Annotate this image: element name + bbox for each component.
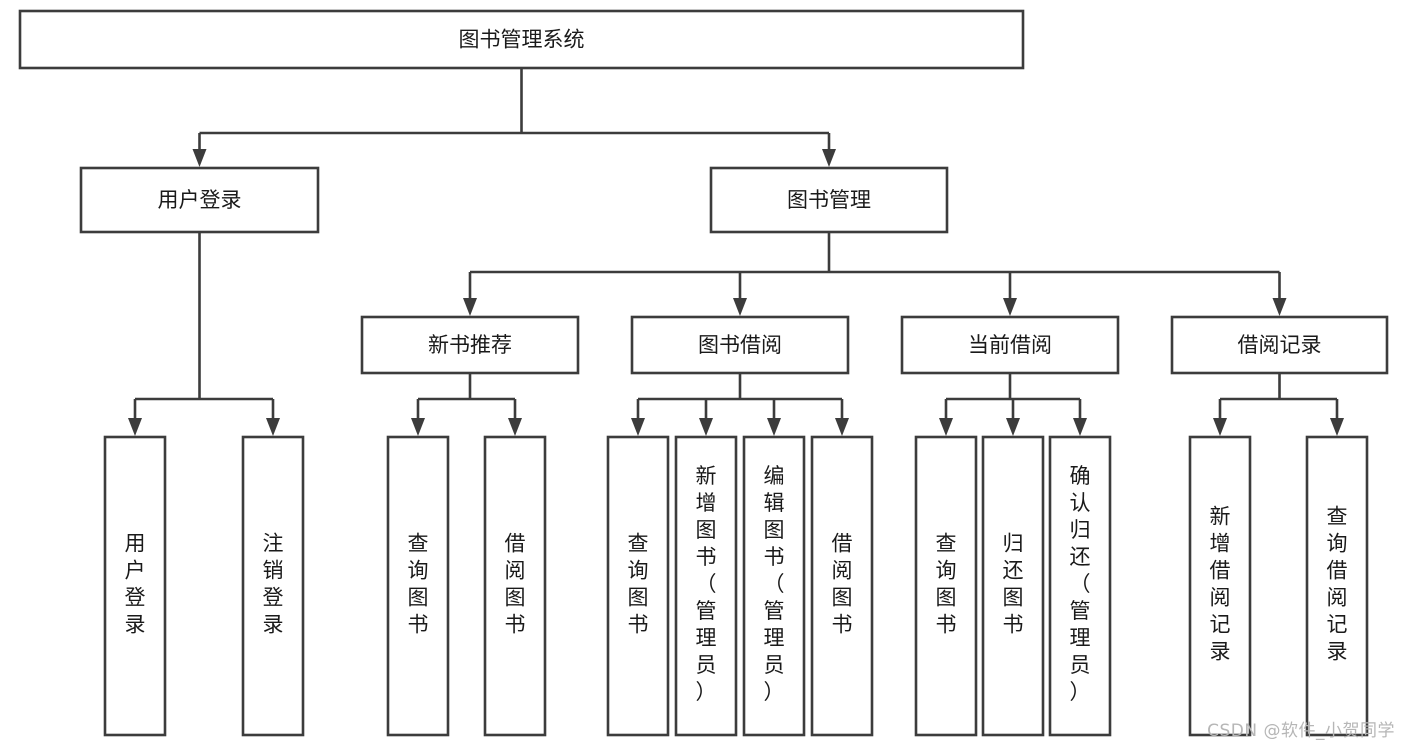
node-level3-当前借阅-label: 当前借阅 [968,333,1052,357]
arrow-head-level3-2 [1003,298,1017,316]
arrow-head-level2-1 [822,149,836,167]
node-leaf-0-用户登录[interactable]: 用户登录 [103,435,167,737]
arrow-head-leaf-借阅记录-0 [1213,418,1227,436]
node-leaf-6-编辑图书管理员[interactable]: 编辑图书（管理员） [742,435,806,737]
node-boxes: 图书管理系统用户登录图书管理新书推荐图书借阅当前借阅借阅记录用户登录注销登录查询… [18,9,1389,737]
node-leaf-9-归还图书[interactable]: 归还图书 [981,435,1045,737]
node-leaf-12-查询借阅记录[interactable]: 查询借阅记录 [1305,435,1369,737]
node-level3-新书推荐-label: 新书推荐 [428,333,512,357]
arrow-head-level2-0 [192,149,207,167]
node-leaf-0-用户登录-label: 用户登录 [125,532,146,637]
node-leaf-2-查询图书-rect[interactable] [386,435,450,737]
arrow-head-leaf-用户登录-1 [266,418,280,436]
csdn-watermark: CSDN @软件_小贺同学 [1207,721,1395,741]
node-level3-新书推荐-rect[interactable] [360,315,580,375]
node-leaf-0-用户登录-rect[interactable] [103,435,167,737]
node-level3-借阅记录-label: 借阅记录 [1238,333,1322,357]
arrow-head-leaf-图书借阅-2 [767,418,781,436]
arrow-head-leaf-图书借阅-0 [631,418,645,436]
node-leaf-11-新增借阅记录[interactable]: 新增借阅记录 [1188,435,1252,737]
node-leaf-6-编辑图书管理员-rect[interactable] [742,435,806,737]
node-leaf-10-确认归还管理员-rect[interactable] [1048,435,1112,737]
arrow-head-leaf-新书推荐-0 [411,418,425,436]
arrow-head-leaf-图书借阅-1 [699,418,713,436]
node-leaf-4-查询图书-label: 查询图书 [628,532,649,637]
node-leaf-7-借阅图书-label: 借阅图书 [832,532,853,637]
node-leaf-2-查询图书[interactable]: 查询图书 [386,435,450,737]
node-leaf-8-查询图书-rect[interactable] [914,435,978,737]
node-leaf-4-查询图书-rect[interactable] [606,435,670,737]
node-leaf-5-新增图书管理员-label: 新增图书（管理员） [696,464,717,704]
node-leaf-3-借阅图书-rect[interactable] [483,435,547,737]
node-level3-图书借阅-label: 图书借阅 [698,333,782,357]
node-leaf-8-查询图书-label: 查询图书 [936,532,957,637]
arrow-head-level3-3 [1272,298,1287,316]
arrow-head-level3-1 [733,298,747,316]
node-leaf-6-编辑图书管理员-label: 编辑图书（管理员） [764,464,785,704]
node-leaf-12-查询借阅记录-rect[interactable] [1305,435,1369,737]
node-leaf-1-注销登录-label: 注销登录 [263,532,284,637]
node-level2-用户登录[interactable]: 用户登录 [79,166,320,234]
node-level3-图书借阅[interactable]: 图书借阅 [630,315,850,375]
node-level2-图书管理-label: 图书管理 [787,188,871,212]
node-leaf-1-注销登录[interactable]: 注销登录 [241,435,305,737]
node-level3-当前借阅-rect[interactable] [900,315,1120,375]
node-level3-新书推荐[interactable]: 新书推荐 [360,315,580,375]
node-leaf-9-归还图书-label: 归还图书 [1003,532,1024,637]
node-leaf-12-查询借阅记录-label: 查询借阅记录 [1327,505,1348,664]
node-leaf-11-新增借阅记录-label: 新增借阅记录 [1210,505,1231,664]
node-leaf-10-确认归还管理员[interactable]: 确认归还（管理员） [1048,435,1112,737]
node-root-图书管理系统[interactable]: 图书管理系统 [18,9,1025,70]
node-leaf-5-新增图书管理员-rect[interactable] [674,435,738,737]
node-leaf-11-新增借阅记录-rect[interactable] [1188,435,1252,737]
node-leaf-1-注销登录-rect[interactable] [241,435,305,737]
connector-lines [128,68,1344,436]
node-leaf-5-新增图书管理员[interactable]: 新增图书（管理员） [674,435,738,737]
arrow-head-leaf-当前借阅-1 [1006,418,1020,436]
node-leaf-7-借阅图书[interactable]: 借阅图书 [810,435,874,737]
node-level3-当前借阅[interactable]: 当前借阅 [900,315,1120,375]
arrow-head-leaf-借阅记录-1 [1330,418,1344,436]
node-level2-用户登录-rect[interactable] [79,166,320,234]
node-level3-图书借阅-rect[interactable] [630,315,850,375]
arrow-head-level3-0 [463,298,477,316]
node-leaf-4-查询图书[interactable]: 查询图书 [606,435,670,737]
node-root-图书管理系统-rect[interactable] [18,9,1025,70]
node-leaf-9-归还图书-rect[interactable] [981,435,1045,737]
node-leaf-10-确认归还管理员-label: 确认归还（管理员） [1070,464,1091,704]
node-level3-借阅记录[interactable]: 借阅记录 [1170,315,1389,375]
arrow-head-leaf-当前借阅-0 [939,418,953,436]
node-level2-图书管理-rect[interactable] [709,166,949,234]
node-level2-图书管理[interactable]: 图书管理 [709,166,949,234]
node-leaf-3-借阅图书-label: 借阅图书 [505,532,526,637]
node-level2-用户登录-label: 用户登录 [158,188,242,212]
node-leaf-8-查询图书[interactable]: 查询图书 [914,435,978,737]
arrow-head-leaf-新书推荐-1 [508,418,522,436]
node-level3-借阅记录-rect[interactable] [1170,315,1389,375]
node-leaf-3-借阅图书[interactable]: 借阅图书 [483,435,547,737]
node-root-图书管理系统-label: 图书管理系统 [459,28,585,52]
arrow-head-leaf-用户登录-0 [128,418,142,436]
arrow-head-leaf-当前借阅-2 [1073,418,1087,436]
node-leaf-2-查询图书-label: 查询图书 [408,532,429,637]
node-leaf-7-借阅图书-rect[interactable] [810,435,874,737]
arrow-head-leaf-图书借阅-3 [835,418,849,436]
